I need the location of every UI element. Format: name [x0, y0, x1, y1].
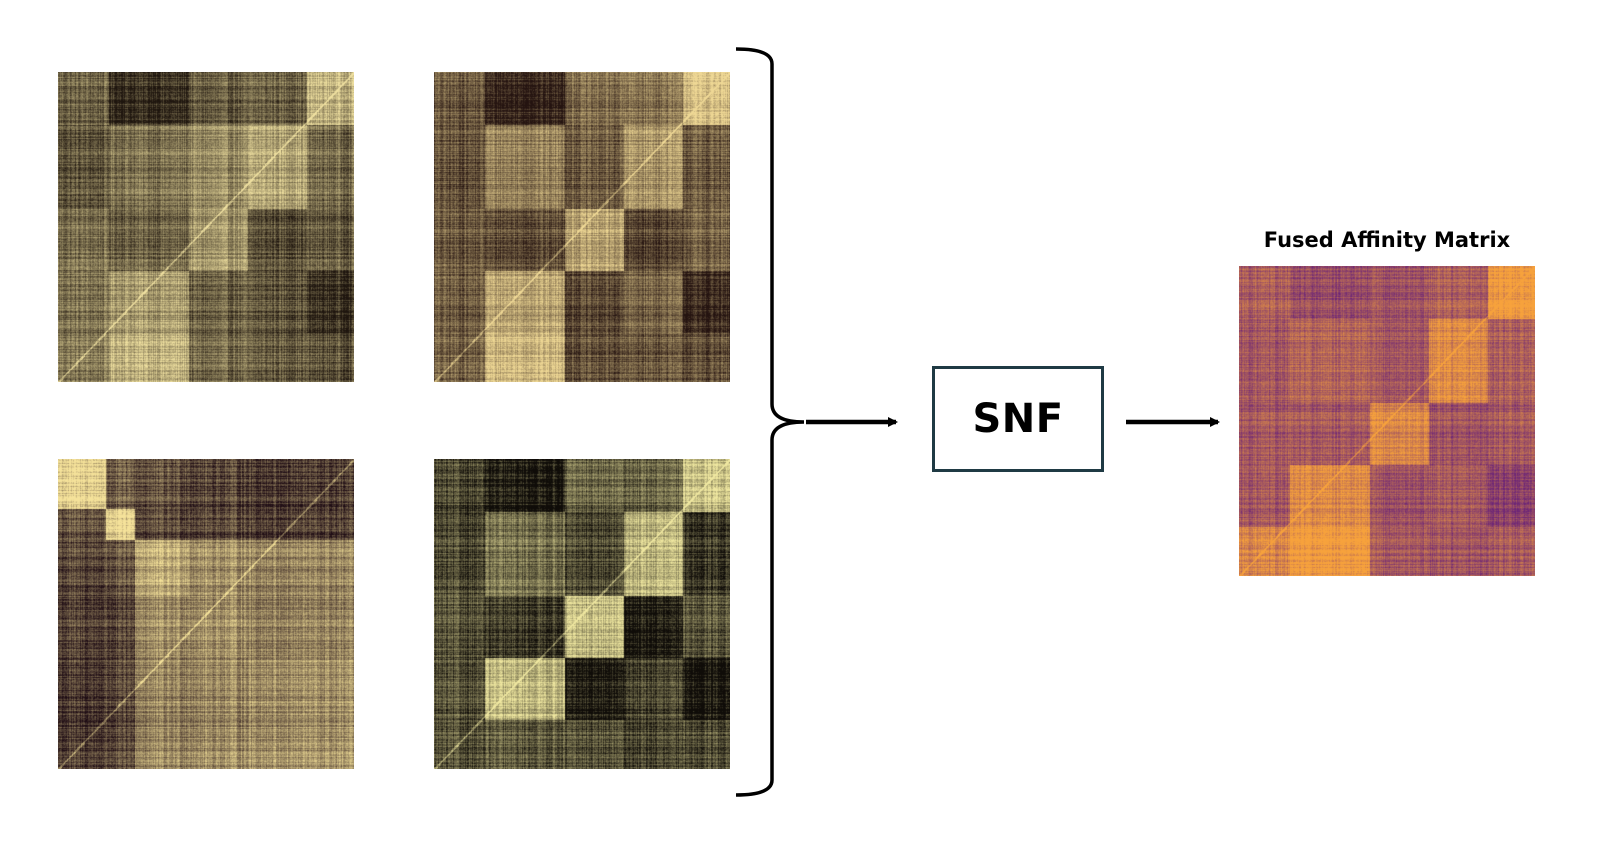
similarity-matrix-1	[58, 72, 354, 382]
snf-process-box: SNF	[932, 366, 1104, 472]
fused-matrix-title: Fused Affinity Matrix	[1263, 228, 1511, 252]
curly-brace	[735, 47, 805, 797]
fused-affinity-matrix	[1239, 266, 1535, 576]
snf-label: SNF	[972, 396, 1064, 442]
similarity-matrix-2	[434, 72, 730, 382]
similarity-matrix-3	[58, 459, 354, 769]
similarity-matrix-4	[434, 459, 730, 769]
